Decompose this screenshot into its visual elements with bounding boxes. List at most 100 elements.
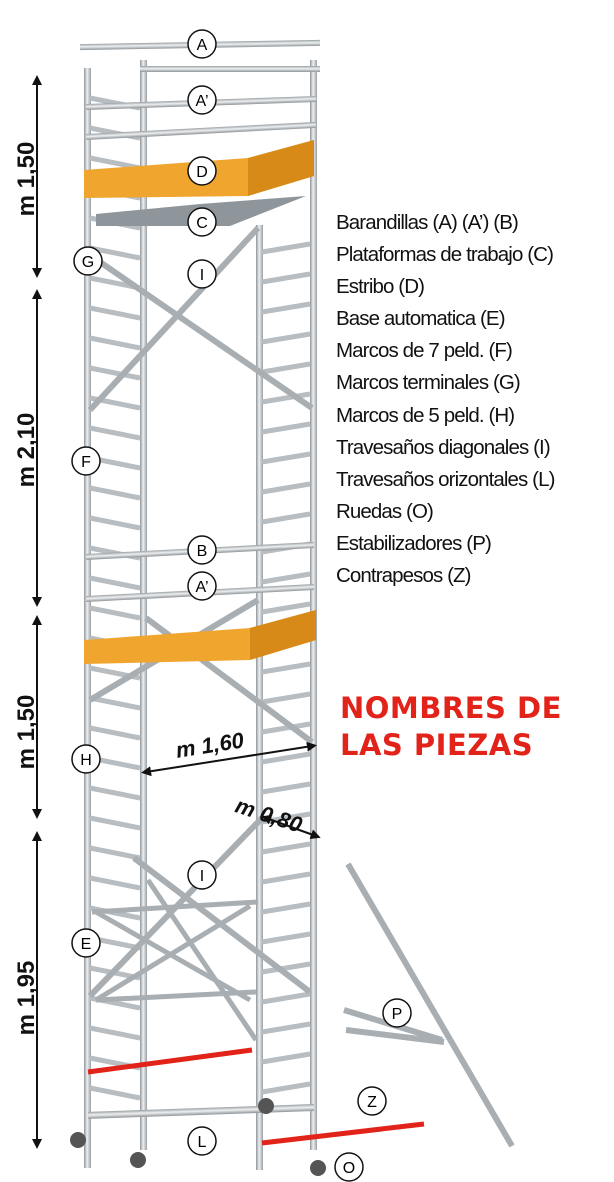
parts-heading: NOMBRES DE LAS PIEZAS — [340, 690, 562, 764]
parts-legend: Barandillas (A) (A’) (B) Plataformas de t… — [336, 207, 555, 592]
ladder-rung — [261, 271, 311, 285]
ladder-rung — [261, 691, 311, 705]
ladder-rung — [89, 725, 141, 741]
diagonal-brace-upper-2 — [87, 225, 261, 413]
platform-middle-shade — [250, 610, 316, 660]
ladder-rung — [89, 155, 141, 171]
part-labels: A A’ D C G I F B A’ H I E P Z L O — [71, 29, 412, 1182]
ladder-rung — [89, 845, 141, 861]
svg-text:C: C — [196, 215, 208, 232]
svg-text:I: I — [200, 868, 204, 885]
ladder-rung — [261, 391, 311, 405]
ladder-rung — [261, 451, 311, 465]
ladder-rung — [89, 485, 141, 501]
ladder-rung — [261, 961, 311, 975]
upright-front-left — [84, 68, 91, 1168]
label-g: G — [73, 246, 103, 276]
label-i-upper: I — [187, 259, 217, 289]
legend-item: Barandillas (A) (A’) (B) — [336, 211, 519, 234]
ladder-rung — [261, 301, 311, 315]
label-l: L — [187, 1126, 217, 1156]
dimension-h2: m 2,10 — [13, 412, 40, 488]
ladder-rung — [261, 481, 311, 495]
ladder-rung — [261, 571, 311, 585]
svg-text:H: H — [80, 752, 92, 769]
ladder-rung — [261, 331, 311, 345]
label-c: C — [187, 207, 217, 237]
label-a-prime-mid: A’ — [187, 571, 217, 601]
ladder-rung — [89, 785, 141, 801]
legend-item: Estabilizadores (P) — [336, 531, 492, 555]
ladder-rung — [89, 425, 141, 441]
wheels-o — [70, 1098, 326, 1176]
ladder-rung — [261, 1081, 311, 1095]
ladder-rung — [261, 721, 311, 735]
ladder-rung — [261, 751, 311, 765]
legend-item: Contrapesos (Z) — [336, 564, 472, 588]
label-o: O — [334, 1152, 364, 1182]
guardrail-a-prime-top-2 — [86, 121, 317, 140]
label-p: P — [382, 998, 412, 1028]
heading-line-2: LAS PIEZAS — [340, 728, 534, 762]
ladder-rung — [89, 695, 141, 711]
ladder-rung — [261, 361, 311, 375]
dimension-h1: m 1,50 — [13, 141, 40, 217]
svg-text:O: O — [343, 1160, 355, 1177]
svg-text:Z: Z — [367, 1094, 377, 1111]
svg-text:A: A — [197, 37, 208, 54]
ladder-rung — [261, 991, 311, 1005]
ladder-rung — [89, 875, 141, 891]
ladder-rung — [261, 931, 311, 945]
counterweight-bar-z — [261, 1121, 425, 1146]
ladder-rung — [261, 1051, 311, 1065]
ladder-rung — [261, 511, 311, 525]
label-d: D — [187, 156, 217, 186]
ladder-rung — [89, 815, 141, 831]
upright-front-right — [256, 225, 263, 1170]
dimension-arrows — [32, 75, 321, 1149]
ladder-rung — [261, 901, 311, 915]
ladder-rung — [89, 1085, 141, 1101]
ladder-rung — [89, 335, 141, 351]
diagonal-brace-upper-1 — [98, 259, 314, 411]
ladder-rung — [89, 1025, 141, 1041]
ladder-rung — [89, 575, 141, 591]
label-z: Z — [357, 1086, 387, 1116]
dimension-h3: m 1,50 — [13, 694, 40, 770]
label-a-top: A — [187, 29, 217, 59]
legend-item: Ruedas (O) — [336, 499, 434, 523]
ladder-rung — [261, 781, 311, 795]
counterweight-bar-left — [87, 1047, 253, 1075]
label-e: E — [71, 928, 101, 958]
ladder-rung — [261, 661, 311, 675]
legend-item: Travesaños diagonales (I) — [336, 435, 551, 459]
upright-back-left — [140, 60, 147, 1150]
svg-text:A’: A’ — [195, 93, 208, 110]
dimension-h4: m 1,95 — [13, 960, 40, 1036]
arrow-depth — [261, 814, 321, 840]
legend-item: Plataformas de trabajo (C) — [336, 243, 554, 267]
ladder-rung — [261, 601, 311, 615]
heading-line-1: NOMBRES DE — [340, 691, 562, 725]
ladder-rung — [261, 421, 311, 435]
legend-item: Base automatica (E) — [336, 307, 506, 331]
label-f: F — [71, 446, 101, 476]
legend-item: Marcos terminales (G) — [336, 371, 521, 395]
label-h: H — [71, 744, 101, 774]
legend-item: Marcos de 5 peld. (H) — [336, 403, 515, 427]
ladder-rung — [89, 605, 141, 621]
svg-text:A’: A’ — [195, 579, 208, 596]
svg-text:I: I — [200, 267, 204, 284]
ladder-rung — [261, 1021, 311, 1035]
ladder-rung — [89, 515, 141, 531]
legend-item: Estribo (D) — [336, 275, 425, 299]
toeboard-d-top-shade — [248, 140, 314, 196]
arrow-width — [141, 741, 317, 777]
ladder-rungs-right — [261, 241, 311, 1095]
ladder-rung — [261, 871, 311, 885]
svg-text:F: F — [81, 454, 91, 471]
ladder-rung — [89, 305, 141, 321]
label-b: B — [187, 535, 217, 565]
label-a-prime-top: A’ — [187, 85, 217, 115]
